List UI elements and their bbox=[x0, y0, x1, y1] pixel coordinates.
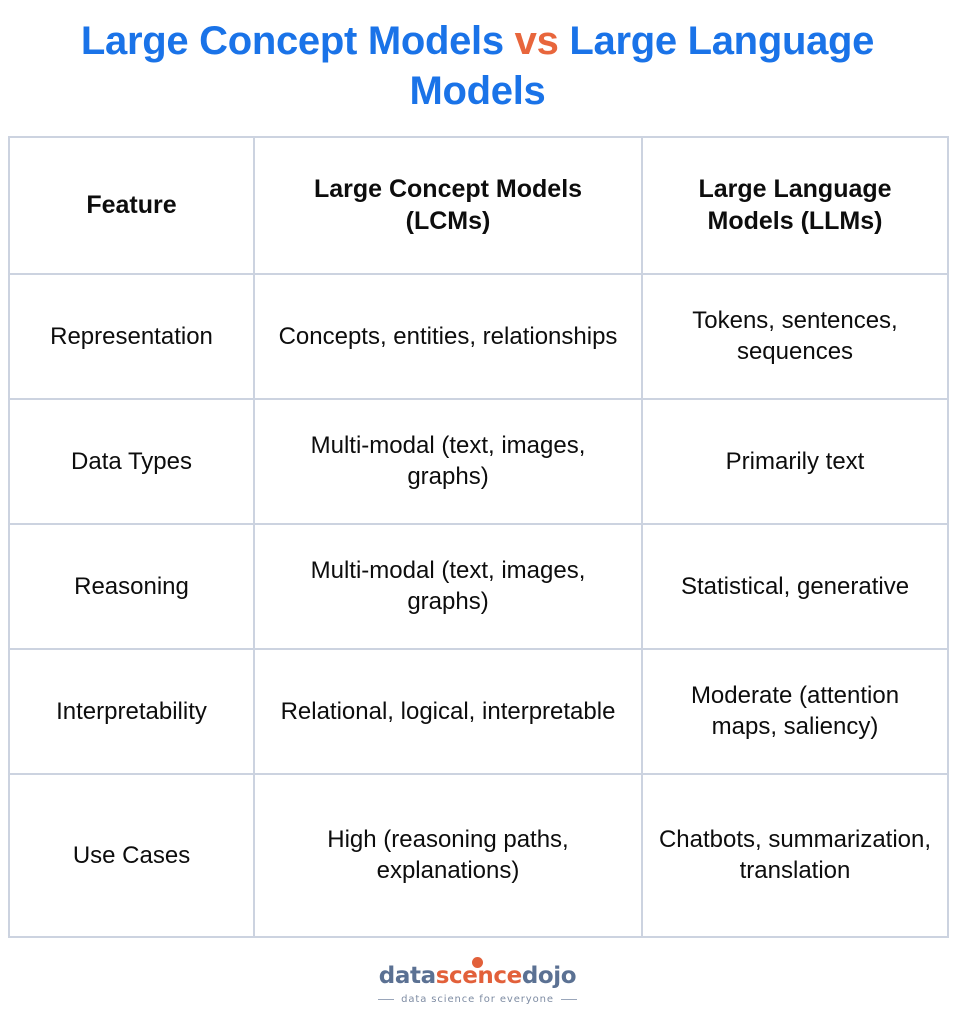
cell-lcm-representation: Concepts, entities, relationships bbox=[253, 272, 643, 400]
tagline-rule-right-icon bbox=[560, 998, 577, 1001]
cell-feature-representation: Representation bbox=[8, 272, 255, 400]
page-title-part2: Large Language Models bbox=[409, 19, 875, 114]
datasciencedojo-logo: datascencedojo bbox=[378, 957, 577, 989]
table-row: Data Types Multi-modal (text, images, gr… bbox=[8, 397, 949, 525]
cell-feature-reasoning: Reasoning bbox=[8, 522, 255, 650]
page-title-vs: vs bbox=[514, 19, 559, 63]
table-row: Reasoning Multi-modal (text, images, gra… bbox=[8, 522, 949, 650]
tagline-text: data science for everyone bbox=[401, 994, 554, 1005]
cell-feature-use-cases: Use Cases bbox=[8, 772, 255, 938]
cell-llm-representation: Tokens, sentences, sequences bbox=[641, 272, 949, 400]
cell-llm-reasoning: Statistical, generative bbox=[641, 522, 949, 650]
logo-tagline: data science for everyone bbox=[378, 994, 577, 1005]
cell-llm-use-cases: Chatbots, summarization, translation bbox=[641, 772, 949, 938]
cell-llm-interpretability: Moderate (attention maps, saliency) bbox=[641, 647, 949, 775]
cell-lcm-data-types: Multi-modal (text, images, graphs) bbox=[253, 397, 643, 525]
table-header-row: Feature Large Concept Models (LCMs) Larg… bbox=[8, 135, 949, 275]
logo-segment-data: data bbox=[378, 963, 436, 989]
cell-feature-data-types: Data Types bbox=[8, 397, 255, 525]
comparison-table: Feature Large Concept Models (LCMs) Larg… bbox=[8, 135, 949, 938]
table-row: Use Cases High (reasoning paths, explana… bbox=[8, 772, 949, 938]
table-body: Representation Concepts, entities, relat… bbox=[8, 272, 949, 938]
table-row: Representation Concepts, entities, relat… bbox=[8, 272, 949, 400]
footer: datascencedojo data science for everyone bbox=[0, 957, 955, 1005]
cell-lcm-reasoning: Multi-modal (text, images, graphs) bbox=[253, 522, 643, 650]
tagline-rule-left-icon bbox=[378, 998, 395, 1001]
table-row: Interpretability Relational, logical, in… bbox=[8, 647, 949, 775]
table-header: Feature Large Concept Models (LCMs) Larg… bbox=[8, 135, 949, 275]
cell-lcm-use-cases: High (reasoning paths, explanations) bbox=[253, 772, 643, 938]
cell-llm-data-types: Primarily text bbox=[641, 397, 949, 525]
column-header-lcm: Large Concept Models (LCMs) bbox=[253, 135, 643, 275]
page-title-part1: Large Concept Models bbox=[80, 19, 515, 63]
comparison-table-container: Feature Large Concept Models (LCMs) Larg… bbox=[8, 135, 949, 938]
page-title: Large Concept Models vs Large Language M… bbox=[0, 0, 955, 117]
column-header-llm: Large Language Models (LLMs) bbox=[641, 135, 949, 275]
logo-segment-ence: ence bbox=[462, 963, 522, 989]
logo-dot-icon bbox=[471, 957, 483, 968]
logo-segment-sc: sc bbox=[435, 963, 463, 989]
cell-lcm-interpretability: Relational, logical, interpretable bbox=[253, 647, 643, 775]
cell-feature-interpretability: Interpretability bbox=[8, 647, 255, 775]
logo-segment-dojo: dojo bbox=[521, 963, 577, 989]
column-header-feature: Feature bbox=[8, 135, 255, 275]
